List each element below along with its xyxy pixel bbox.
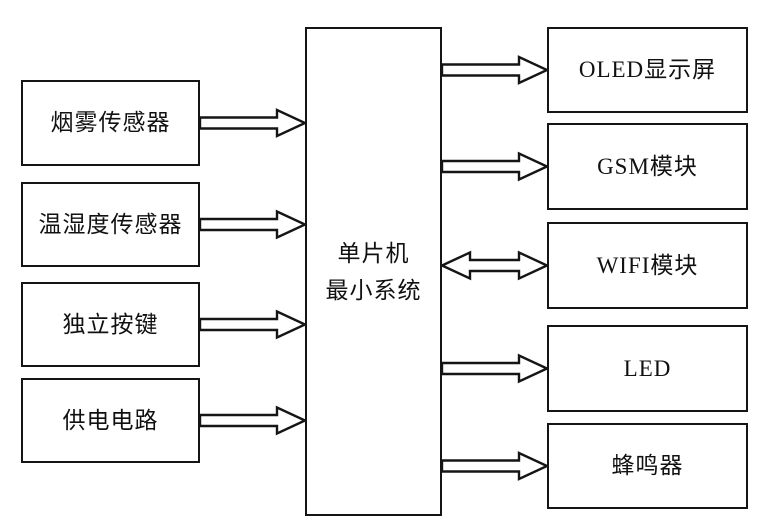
arrow-mcu-to-gsm <box>440 151 550 182</box>
node-wifi-module-label: WIFI模块 <box>596 252 699 278</box>
node-mcu-min-system: 单片机 最小系统 <box>305 27 442 516</box>
node-independent-keys: 独立按键 <box>21 282 200 367</box>
node-led-label: LED <box>623 355 672 381</box>
node-oled-display: OLED显示屏 <box>547 27 748 113</box>
node-buzzer-label: 蜂鸣器 <box>611 453 684 478</box>
node-mcu-label-line2: 最小系统 <box>325 277 422 303</box>
node-buzzer: 蜂鸣器 <box>547 423 748 509</box>
node-gsm-module: GSM模块 <box>547 123 748 210</box>
node-led: LED <box>547 325 748 412</box>
arrow-keys-to-mcu <box>198 309 308 340</box>
node-power-supply-label: 供电电路 <box>62 407 159 433</box>
node-temp-humidity-sensor: 温湿度传感器 <box>21 182 200 267</box>
arrow-mcu-to-buzzer <box>440 451 550 481</box>
node-power-supply: 供电电路 <box>21 378 200 463</box>
node-smoke-sensor-label: 烟雾传感器 <box>50 110 171 135</box>
node-smoke-sensor: 烟雾传感器 <box>21 80 200 166</box>
arrow-mcu-to-oled <box>440 55 550 85</box>
arrow-smoke-to-mcu <box>198 108 308 138</box>
node-oled-display-label: OLED显示屏 <box>578 57 717 82</box>
node-gsm-module-label: GSM模块 <box>597 153 698 179</box>
node-mcu-label-line1: 单片机 <box>337 240 410 266</box>
node-independent-keys-label: 独立按键 <box>62 311 159 337</box>
node-wifi-module: WIFI模块 <box>547 222 748 309</box>
arrow-power-to-mcu <box>198 405 308 436</box>
arrow-mcu-to-wifi-bidirectional <box>439 250 550 281</box>
arrow-temp-to-mcu <box>198 209 308 240</box>
node-temp-humidity-sensor-label: 温湿度传感器 <box>38 211 183 237</box>
arrow-mcu-to-led <box>440 353 550 384</box>
